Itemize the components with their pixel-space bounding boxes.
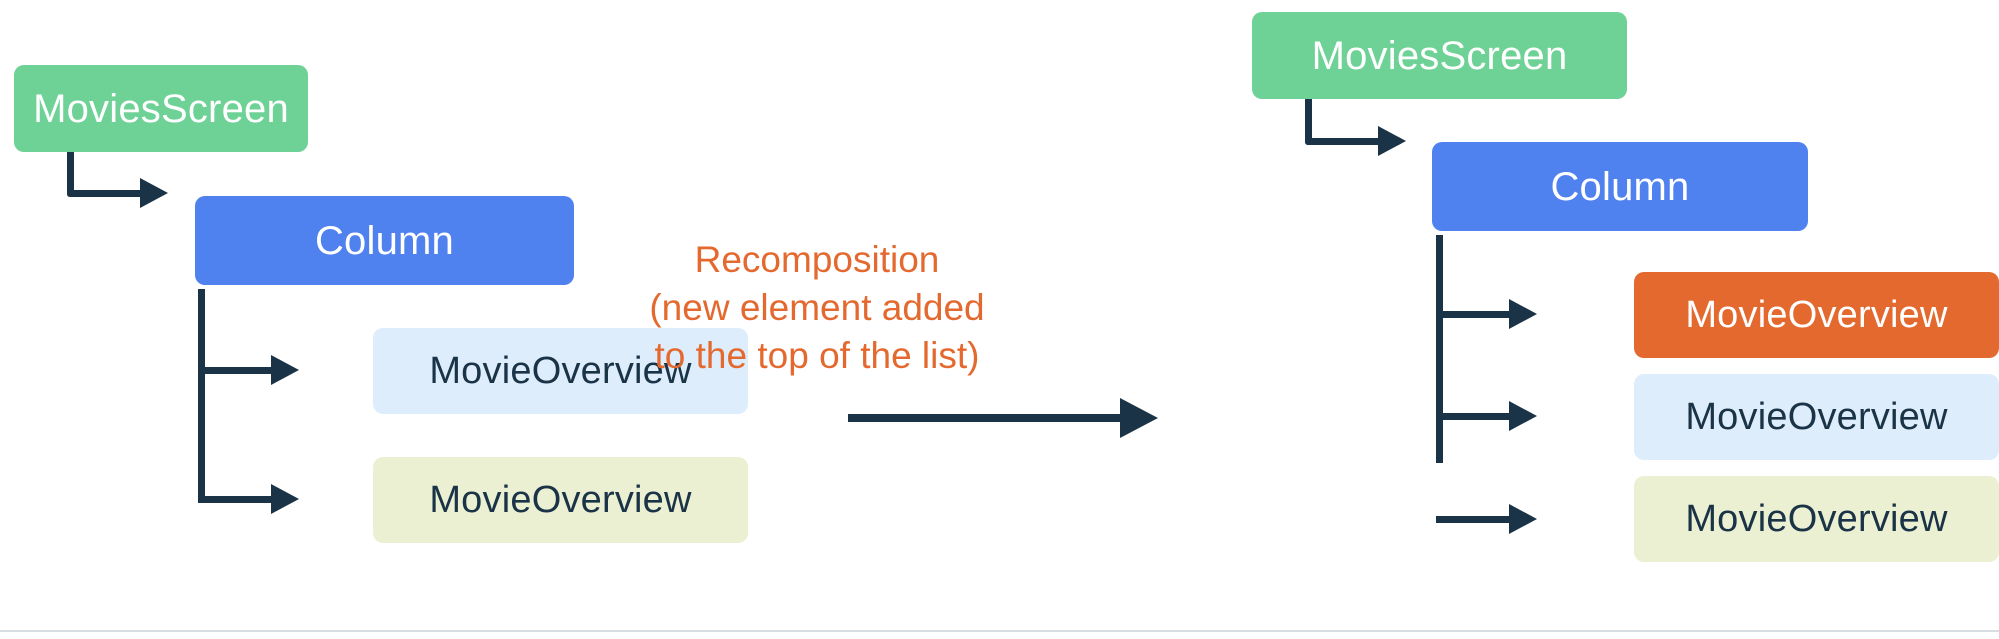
node-label: MovieOverview <box>1685 294 1948 336</box>
footer-divider <box>0 630 1999 632</box>
node-label: MoviesScreen <box>33 86 289 131</box>
node-label: MovieOverview <box>1685 396 1948 438</box>
arrowhead-icon <box>1509 401 1537 431</box>
arrowhead-icon <box>271 355 299 385</box>
recomposition-caption: Recomposition (new element added to the … <box>649 239 985 377</box>
node-label: MoviesScreen <box>1311 33 1568 78</box>
node-label: Column <box>314 218 455 263</box>
node-movie-overview-before-2[interactable]: MovieOverview <box>373 457 748 543</box>
node-movie-overview-after-2[interactable]: MovieOverview <box>1634 374 1999 460</box>
node-column-after[interactable]: Column <box>1432 142 1808 231</box>
node-movies-screen-after[interactable]: MoviesScreen <box>1252 12 1627 99</box>
arrowhead-icon <box>140 178 168 208</box>
node-movie-overview-before-1[interactable]: MovieOverview <box>373 328 748 414</box>
node-movie-overview-after-3[interactable]: MovieOverview <box>1634 476 1999 562</box>
arrowhead-icon <box>271 484 299 514</box>
node-label: MovieOverview <box>429 479 692 521</box>
node-label: Column <box>1550 164 1690 209</box>
arrowhead-icon <box>1509 504 1537 534</box>
node-column-before[interactable]: Column <box>195 196 574 285</box>
node-movies-screen-before[interactable]: MoviesScreen <box>14 65 308 152</box>
node-movie-overview-after-1[interactable]: MovieOverview <box>1634 272 1999 358</box>
node-label: MovieOverview <box>1685 498 1948 540</box>
node-label: MovieOverview <box>429 350 692 392</box>
arrowhead-icon <box>1509 299 1537 329</box>
transition-arrow-shaft <box>848 414 1128 422</box>
arrow-right-icon <box>1120 398 1158 438</box>
arrowhead-icon <box>1378 126 1406 156</box>
